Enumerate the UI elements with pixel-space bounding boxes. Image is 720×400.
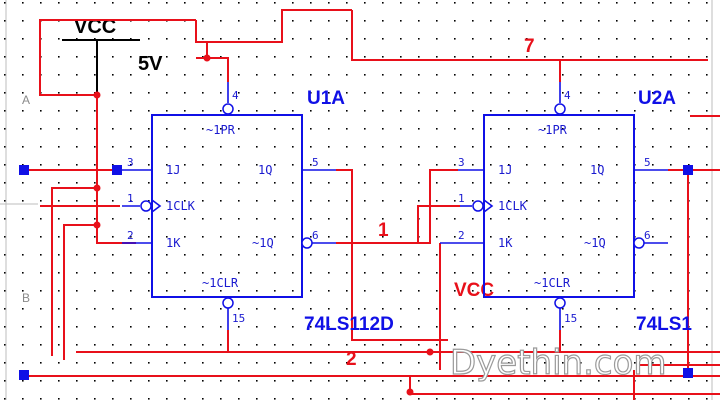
u1a-refdes: U1A [307,88,345,109]
u2a-refdes: U2A [638,88,676,109]
watermark: Dyethin.com [450,343,667,383]
u2a-pin-qn: ~1Q [584,236,606,250]
ports[interactable] [19,165,693,380]
u2a-pin-num-q: 5 [644,156,651,169]
u1a-pin-num-pr: 4 [232,89,239,102]
vcc-supply-symbol [62,39,140,95]
junctions [93,54,434,396]
u1a-pin-qn: ~1Q [252,236,274,250]
u1a-pin-num-clk: 1 [127,192,134,205]
u2a-pin-num-pr: 4 [564,89,571,102]
chip-u2a[interactable] [440,82,668,330]
u2a-part-number: 74LS1 [636,314,692,335]
u1a-pin-num-q: 5 [312,156,319,169]
vcc-label: VCC [74,16,116,38]
u2a-pin-num-clr: 15 [564,312,577,325]
u2a-pin-q: 1Q [590,163,604,177]
u1a-pin-num-clr: 15 [232,312,245,325]
u1a-pin-k: 1K [166,236,181,250]
u1a-part-number: 74LS112D [304,314,394,335]
u1a-pin-num-qn: 6 [312,229,319,242]
u2a-pin-clk: 1CLK [498,199,528,213]
u1a-pin-clr: ~1CLR [202,276,239,290]
net-label-1: 1 [378,220,389,241]
u2a-pin-k: 1K [498,236,513,250]
border-row-a: A [22,93,30,107]
u2a-pin-num-qn: 6 [644,229,651,242]
u1a-pin-num-j: 3 [127,156,134,169]
wires [24,9,720,400]
border-row-b: B [22,291,30,305]
u2a-pin-clr: ~1CLR [534,276,571,290]
u2a-pin-j: 1J [498,163,512,177]
u2a-pin-pr: ~1PR [538,123,568,137]
net-label-7: 7 [524,36,535,57]
u2a-pin-num-k: 2 [458,229,465,242]
chip-u1a[interactable] [122,82,336,330]
u1a-pin-pr: ~1PR [206,123,236,137]
u1a-pin-q: 1Q [258,163,272,177]
net-label-2: 2 [346,349,357,370]
u1a-pin-j: 1J [166,163,180,177]
u1a-pin-clk: 1CLK [166,199,196,213]
vcc-voltage: 5V [138,53,163,75]
u2a-pin-num-clk: 1 [458,192,465,205]
u1a-pin-num-k: 2 [127,229,134,242]
u2a-pin-num-j: 3 [458,156,465,169]
